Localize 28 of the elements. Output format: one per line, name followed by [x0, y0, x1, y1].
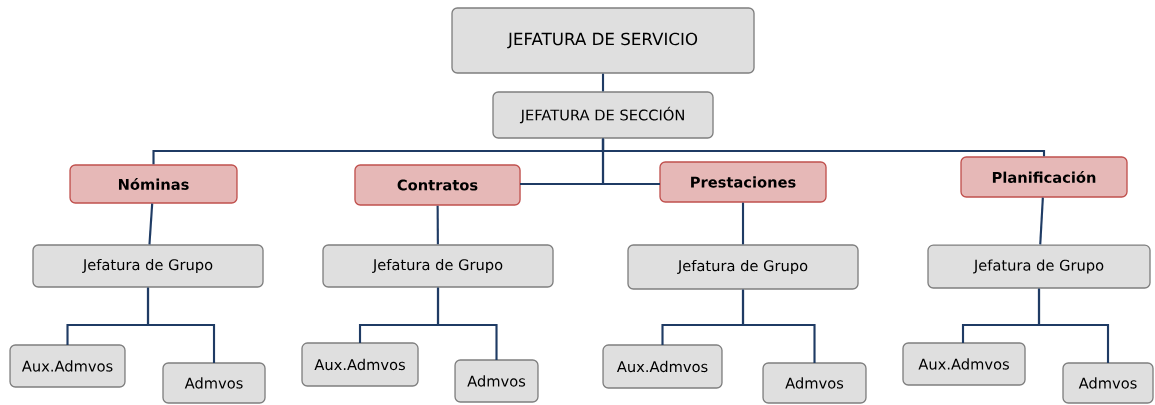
org-box: Jefatura de Grupo — [322, 244, 554, 288]
org-box: Admvos — [454, 359, 539, 403]
org-box: Jefatura de Grupo — [627, 244, 859, 290]
area-box: Planificación — [960, 156, 1128, 198]
connector-line — [146, 287, 216, 363]
connector-line — [601, 73, 605, 92]
connector-line — [741, 202, 745, 245]
connector-line — [741, 289, 816, 363]
connector-line — [1039, 197, 1044, 245]
org-box: Jefatura de Grupo — [32, 244, 264, 288]
org-box: Jefatura de Grupo — [927, 244, 1151, 289]
title-box: JEFATURA DE SERVICIO — [451, 7, 755, 74]
org-box: Aux.Admvos — [301, 342, 419, 387]
org-box: Admvos — [162, 362, 266, 404]
area-box: Nóminas — [69, 164, 238, 204]
area-box: Prestaciones — [659, 161, 827, 203]
connector-line — [436, 287, 498, 360]
org-box: Aux.Admvos — [902, 342, 1026, 386]
area-box: Contratos — [354, 164, 521, 206]
connector-line — [1037, 288, 1110, 363]
org-box: Aux.Admvos — [602, 344, 723, 389]
connector-line — [601, 138, 1046, 157]
org-box: Admvos — [1062, 362, 1154, 404]
org-box: Admvos — [762, 362, 867, 404]
connector-line — [148, 203, 154, 245]
connector-line — [436, 205, 439, 245]
org-box: JEFATURA DE SECCIÓN — [492, 91, 714, 139]
org-box: Aux.Admvos — [9, 344, 126, 388]
